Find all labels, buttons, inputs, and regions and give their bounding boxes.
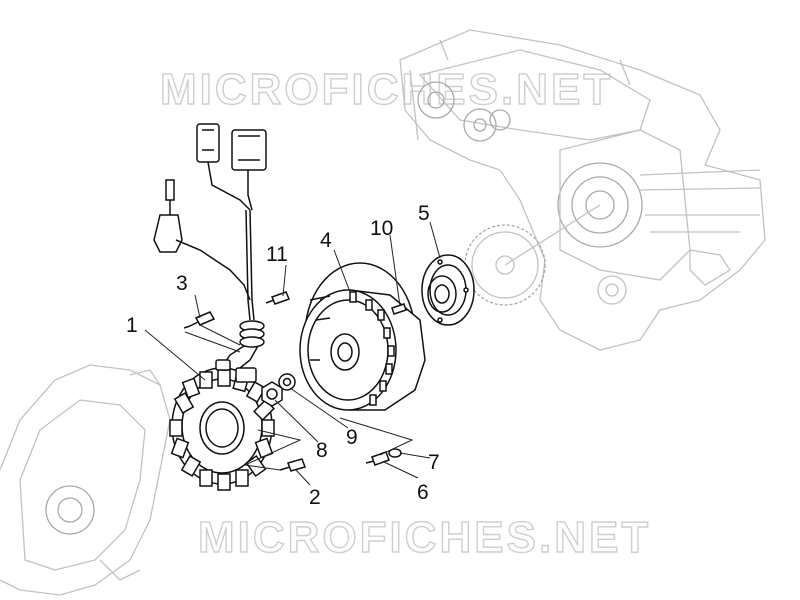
callout-10: 10 xyxy=(370,217,393,240)
screw-11 xyxy=(265,291,291,305)
engine-cover xyxy=(0,364,171,596)
terminal-pin xyxy=(165,179,175,201)
stator xyxy=(169,359,275,491)
callout-7: 7 xyxy=(428,451,440,474)
callout-6: 6 xyxy=(417,481,429,504)
washer-9 xyxy=(278,373,296,391)
screw-6 xyxy=(365,451,390,466)
nut-8 xyxy=(261,381,283,407)
callout-11: 11 xyxy=(266,243,288,266)
sensor-boot xyxy=(153,214,183,253)
callout-2: 2 xyxy=(309,486,321,509)
callout-5: 5 xyxy=(418,202,430,225)
starter-gear xyxy=(464,204,601,306)
watermark-bottom: MICROFICHES.NET xyxy=(198,513,651,562)
callout-4: 4 xyxy=(320,229,332,252)
callout-3: 3 xyxy=(176,272,188,295)
watermark-top: MICROFICHES.NET xyxy=(160,65,613,114)
wiring-harness xyxy=(153,123,267,371)
flywheel xyxy=(299,262,426,411)
callout-1: 1 xyxy=(126,314,138,337)
leader-lines xyxy=(144,221,441,486)
screw-3 xyxy=(183,311,216,329)
callout-9: 9 xyxy=(346,426,358,449)
starter-clutch-5 xyxy=(421,254,475,326)
screw-2 xyxy=(279,458,306,472)
callout-labels: 1 2 3 4 5 6 7 8 9 10 11 xyxy=(126,202,440,509)
engine-crankcase xyxy=(399,29,766,351)
callout-8: 8 xyxy=(316,439,328,462)
